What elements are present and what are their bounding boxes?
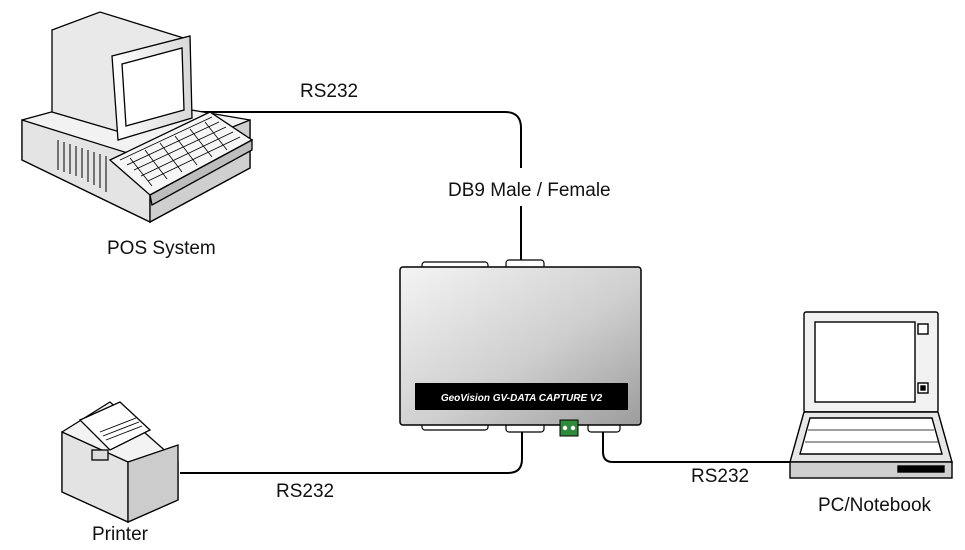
power-terminal-block: [559, 419, 579, 437]
printer-link-label: RS232: [276, 481, 335, 502]
pc-notebook-illustration: [789, 311, 953, 479]
printer-illustration: [61, 401, 179, 524]
data-capture-box: GeoVision GV-DATA CAPTURE V2: [399, 259, 642, 437]
keyboard-keys: [119, 116, 241, 187]
connector-type-label: DB9 Male / Female: [448, 180, 611, 201]
product-badge: [415, 383, 628, 410]
pos-system-illustration: [21, 11, 254, 224]
printer-label: Printer: [92, 524, 148, 545]
cable-pos-to-capture: [200, 111, 522, 264]
pos-system-label: POS System: [107, 238, 216, 259]
pc-notebook-label: PC/Notebook: [818, 495, 932, 516]
pc-link-label: RS232: [691, 466, 750, 487]
pos-link-label: RS232: [300, 81, 359, 102]
cable-printer-to-capture: [180, 428, 523, 474]
product-badge-text: GeoVision GV-DATA CAPTURE V2: [441, 393, 603, 404]
cable-pc-to-capture: [602, 428, 795, 463]
